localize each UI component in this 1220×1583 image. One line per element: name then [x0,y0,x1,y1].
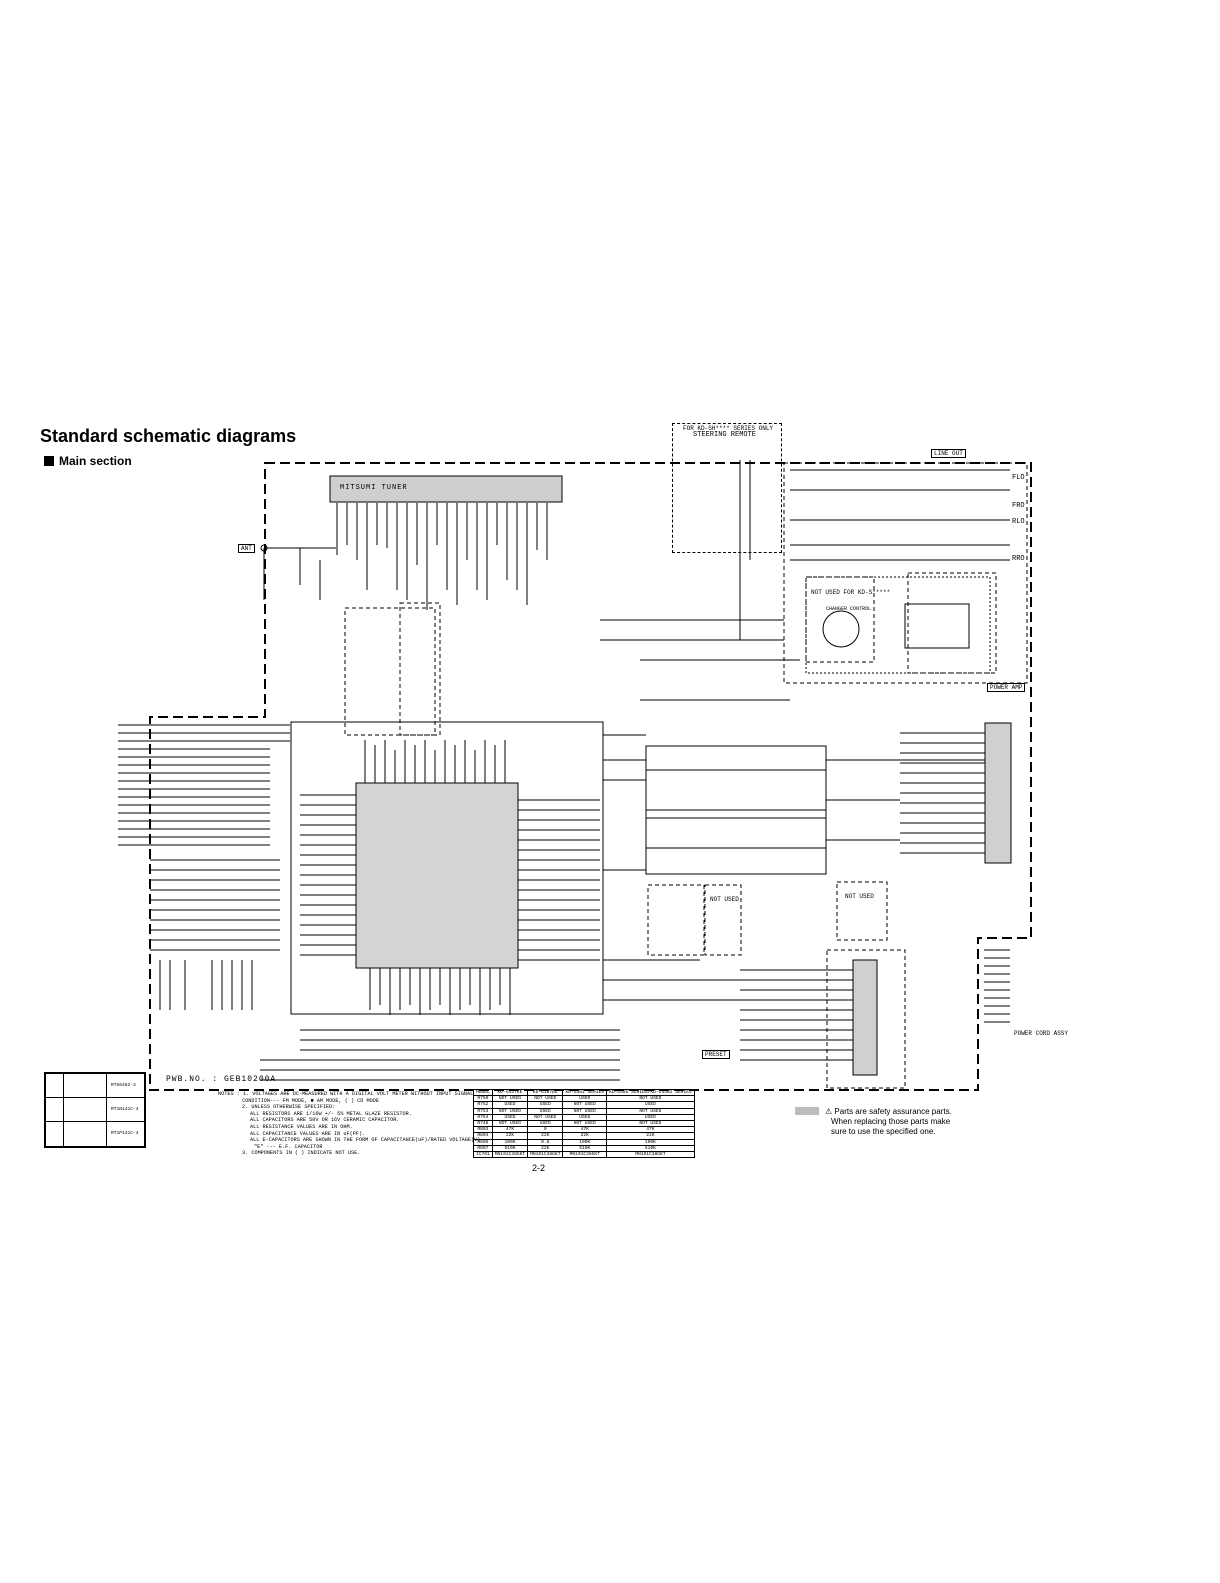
steering-remote-block [672,423,782,553]
table-cell: 22K [527,1144,564,1153]
note-line: ALL CAPACITANCE VALUES ARE IN uF(PF). [250,1130,366,1137]
schematic-notes: NOTES : 1. VOLTAGES ARE DC-MEASURED WITH… [218,1091,481,1157]
page-title: Standard schematic diagrams [40,426,297,446]
table-cell: MN101C38GKT [606,1151,695,1159]
table-cell: USED [606,1101,695,1109]
table-cell: NOT USED [606,1095,695,1103]
table-cell: 22K [606,1132,695,1140]
steering-label: STEERING REMOTE [693,431,757,439]
table-header-cell: KD-G437EE [491,1088,529,1097]
not-used-kd-label: NOT USED FOR KD-S***** [811,589,891,596]
fro-label: FRO [1012,502,1025,510]
table-cell: 510K [606,1144,695,1153]
changer-control-label: CHANGER CONTROL [826,606,872,612]
note-line: ALL RESISTANCE VALUES ARE IN OHM. [250,1123,353,1130]
legend-symbol-column [63,1073,107,1147]
section-title: Main section [44,454,132,468]
table-cell: USED [527,1107,564,1115]
line-out-label: LINE OUT [931,449,966,458]
safety-line: Parts are safety assurance parts. [834,1107,952,1116]
power-cord-label: POWER CORD ASSY [1014,1030,1069,1037]
note-line: ALL CAPACITORS ARE 50V OR 16V CERAMIC CA… [250,1117,400,1124]
steering-note: FOR KD-SH**** SERIES ONLY [683,425,774,432]
note-line: NOTES : 1. VOLTAGES ARE DC-MEASURED WITH… [218,1091,474,1097]
table-cell: USED [527,1119,564,1128]
table-cell: MN101C38GKT [562,1151,608,1159]
antenna-label: ANT [238,544,255,553]
safety-note: ⚠ Parts are safety assurance parts. When… [795,1107,965,1137]
table-header-cell: MODEL [473,1088,493,1097]
table-header-row: MODEL KD-G437EE KD-G387EE KD-G481 SERIES… [473,1088,695,1097]
note-line: ALL E-CAPACITORS ARE SHOWN IN THE FORM O… [250,1137,481,1144]
safety-line: sure to use the specified one. [831,1127,936,1136]
safety-swatch-icon [795,1107,819,1115]
flo-label: FLO [1012,474,1025,482]
table-cell: NOT USED [606,1119,695,1128]
table-cell: 0.8 [527,1138,564,1146]
table-cell: 47K [606,1126,695,1134]
legend-type-3: RT1P141C-4 [111,1131,139,1136]
note-line: "E" --- E.F. CAPACITOR [254,1143,323,1150]
power-amp-label: POWER AMP [987,683,1026,692]
table-header-cell: KD-G48U SERIES/KD-G4482 SERIES [606,1088,695,1097]
warning-triangle-icon: ⚠ [825,1107,833,1116]
table-cell: USED [527,1101,564,1109]
table-cell: IC701 [473,1151,493,1159]
legend-type-1: RTS6482-3 [111,1083,136,1088]
table-cell: NOT USED [606,1107,695,1115]
legend-type-2: RT1N141C-4 [111,1107,139,1112]
preset-label: PRESET [702,1050,730,1059]
note-line: 2. UNLESS OTHERWISE SPECIFIED: [242,1104,336,1111]
rro-label: RRO [1012,555,1025,563]
note-line: ALL RESISTORS ARE 1/16W +/- 5% METAL GLA… [250,1110,412,1117]
note-line: CONDITION--- FM MODE, ■ AM MODE, ( ) CD … [242,1097,379,1104]
section-title-text: Main section [59,454,132,468]
table-cell: MN101C38GKT [491,1151,529,1159]
safety-line: When replacing those parts make [831,1117,951,1126]
rlo-label: RLO [1012,518,1025,526]
note-line: 3. COMPONENTS IN ( ) INDICATE NOT USE. [242,1150,361,1157]
table-cell: 0 [527,1126,564,1134]
table-cell: 100K [606,1138,695,1146]
not-used-label-2: NOT USED [845,893,874,900]
table-cell: NOT USED [527,1095,564,1103]
not-used-label-1: NOT USED [710,896,739,903]
version-table: MODEL KD-G437EE KD-G387EE KD-G481 SERIES… [473,1088,695,1159]
section-marker-icon [44,456,54,466]
table-cell: NOT USED [527,1113,564,1122]
table-cell: USED [606,1113,695,1122]
table-cell: MN101C38GKT [527,1151,564,1159]
table-header-cell: KD-G387EE [527,1088,564,1097]
tuner-label: MITSUMI TUNER [340,484,408,492]
pwb-number: PWB.NO. : GEB10200A [166,1075,277,1084]
table-header-cell: KD-G481 SERIES [562,1088,608,1097]
page-number: 2-2 [532,1163,546,1173]
table-cell: 22K [527,1132,564,1140]
transistor-legend: RTS6482-3 RT1N141C-4 RT1P141C-4 [44,1072,146,1148]
